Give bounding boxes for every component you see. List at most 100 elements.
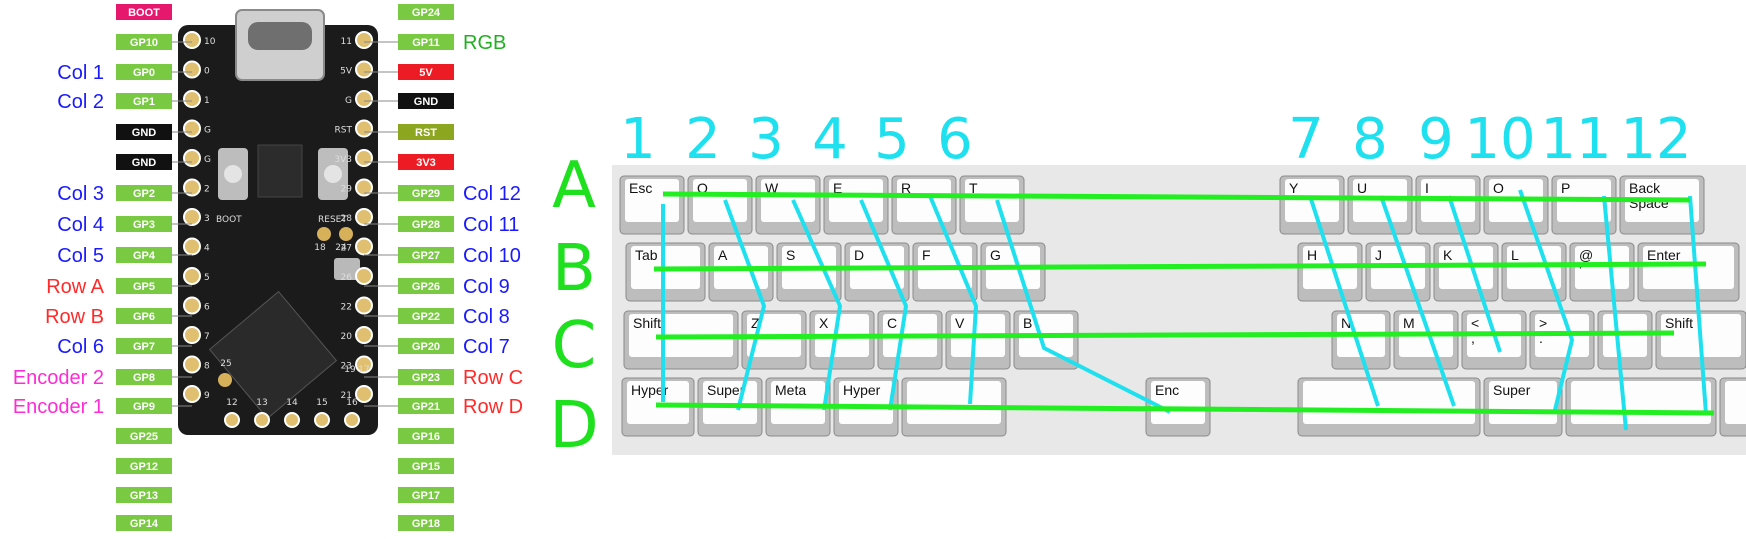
pin-number: 4 xyxy=(204,244,210,254)
pin-annotation: RGB xyxy=(463,32,506,54)
column-wire xyxy=(1379,195,1456,407)
pin-annotation: Col 1 xyxy=(57,62,104,84)
board-hole xyxy=(183,267,201,285)
boot-button[interactable] xyxy=(224,165,242,183)
pin-annotation: Col 6 xyxy=(57,336,104,358)
key[interactable]: Tab xyxy=(625,242,706,302)
key-label: > xyxy=(1539,315,1547,331)
key[interactable]: Super xyxy=(1483,377,1563,437)
key[interactable]: L xyxy=(1501,242,1567,302)
pin-gp13: GP13 xyxy=(116,487,172,503)
board-hole xyxy=(355,60,373,79)
key-label: T xyxy=(969,180,978,196)
pin-gnd: GND xyxy=(116,124,192,140)
pin-label: GP21 xyxy=(412,401,440,413)
key[interactable]: Q xyxy=(687,175,753,235)
key-label: S xyxy=(786,247,795,263)
boot-silkscreen: BOOT xyxy=(216,215,242,225)
key[interactable]: Enter xyxy=(1637,242,1740,302)
pin-gp16: GP16 xyxy=(398,428,454,444)
inner-pin-number: 19 xyxy=(344,365,356,375)
column-wire xyxy=(1447,195,1502,353)
pin-label: GP25 xyxy=(130,431,158,443)
board-hole xyxy=(355,208,373,226)
pin-number: 10 xyxy=(204,37,216,47)
key-label: F xyxy=(922,247,931,263)
key[interactable]: V xyxy=(945,310,1011,370)
pin-label: RST xyxy=(415,127,437,139)
key[interactable]: T xyxy=(959,175,1025,235)
pin-label: GP27 xyxy=(412,250,440,262)
crystal xyxy=(334,258,360,280)
row-wire xyxy=(653,261,1707,272)
inner-pin-number: 24 xyxy=(335,243,347,253)
key-label: C xyxy=(887,315,897,331)
key[interactable] xyxy=(1597,310,1653,370)
pin-number: 11 xyxy=(341,37,352,47)
pin-label: GP9 xyxy=(133,401,155,413)
key[interactable]: W xyxy=(755,175,821,235)
key-label: Meta xyxy=(775,382,806,398)
key[interactable]: S xyxy=(776,242,842,302)
pin-label: GP10 xyxy=(130,37,158,49)
reset-silkscreen: RESET xyxy=(318,215,347,225)
key[interactable]: U xyxy=(1347,175,1413,235)
pin-number: 16 xyxy=(346,398,358,408)
key[interactable]: J xyxy=(1365,242,1431,302)
key[interactable] xyxy=(1297,377,1481,437)
key[interactable]: I xyxy=(1415,175,1481,235)
board-hole xyxy=(355,326,373,344)
key[interactable]: X xyxy=(809,310,875,370)
key[interactable]: P xyxy=(1551,175,1617,235)
board-hole xyxy=(355,119,373,138)
row-wire xyxy=(655,330,1675,340)
key[interactable]: Esc xyxy=(619,175,685,235)
pin-number: 20 xyxy=(341,332,353,342)
key-label: @ xyxy=(1579,247,1593,263)
reset-button[interactable] xyxy=(324,165,342,183)
pin-label: GP5 xyxy=(133,281,155,293)
pin-annotation: Col 7 xyxy=(463,336,510,358)
key-label: Z xyxy=(751,315,760,331)
board-hole xyxy=(183,149,201,167)
key[interactable]: Shift xyxy=(623,310,739,370)
key[interactable]: N xyxy=(1331,310,1391,370)
key[interactable]: O xyxy=(1483,175,1549,235)
key[interactable] xyxy=(1719,377,1746,437)
row-letter: A xyxy=(552,149,596,223)
pin-number: 5 xyxy=(204,273,210,283)
pad xyxy=(218,373,232,387)
pin-label: GND xyxy=(132,127,157,139)
pin-annotation: Col 12 xyxy=(463,183,521,205)
key[interactable]: F xyxy=(912,242,978,302)
pin-number: 3V3 xyxy=(334,155,352,165)
inner-pin-number: 17 xyxy=(358,365,369,375)
board-pcb xyxy=(178,25,378,435)
key[interactable]: C xyxy=(877,310,943,370)
key-label: < xyxy=(1471,315,1479,331)
key-label: Back xyxy=(1629,180,1661,196)
pin-label: GP13 xyxy=(130,490,158,502)
column-number: 2 xyxy=(685,107,721,172)
pin-3v3: 3V3 xyxy=(364,154,454,170)
key[interactable]: M xyxy=(1393,310,1459,370)
board-hole xyxy=(183,296,201,315)
key[interactable]: E xyxy=(823,175,889,235)
column-number: 3 xyxy=(748,107,784,172)
key[interactable]: >. xyxy=(1529,310,1595,370)
key[interactable]: R xyxy=(891,175,957,235)
key-label: D xyxy=(854,247,864,263)
key[interactable] xyxy=(1565,377,1717,437)
pin-number: 23 xyxy=(341,362,352,372)
key[interactable]: A xyxy=(708,242,774,302)
pin-label: GP22 xyxy=(412,311,440,323)
key[interactable]: @' xyxy=(1569,242,1635,302)
board-hole xyxy=(183,385,201,403)
